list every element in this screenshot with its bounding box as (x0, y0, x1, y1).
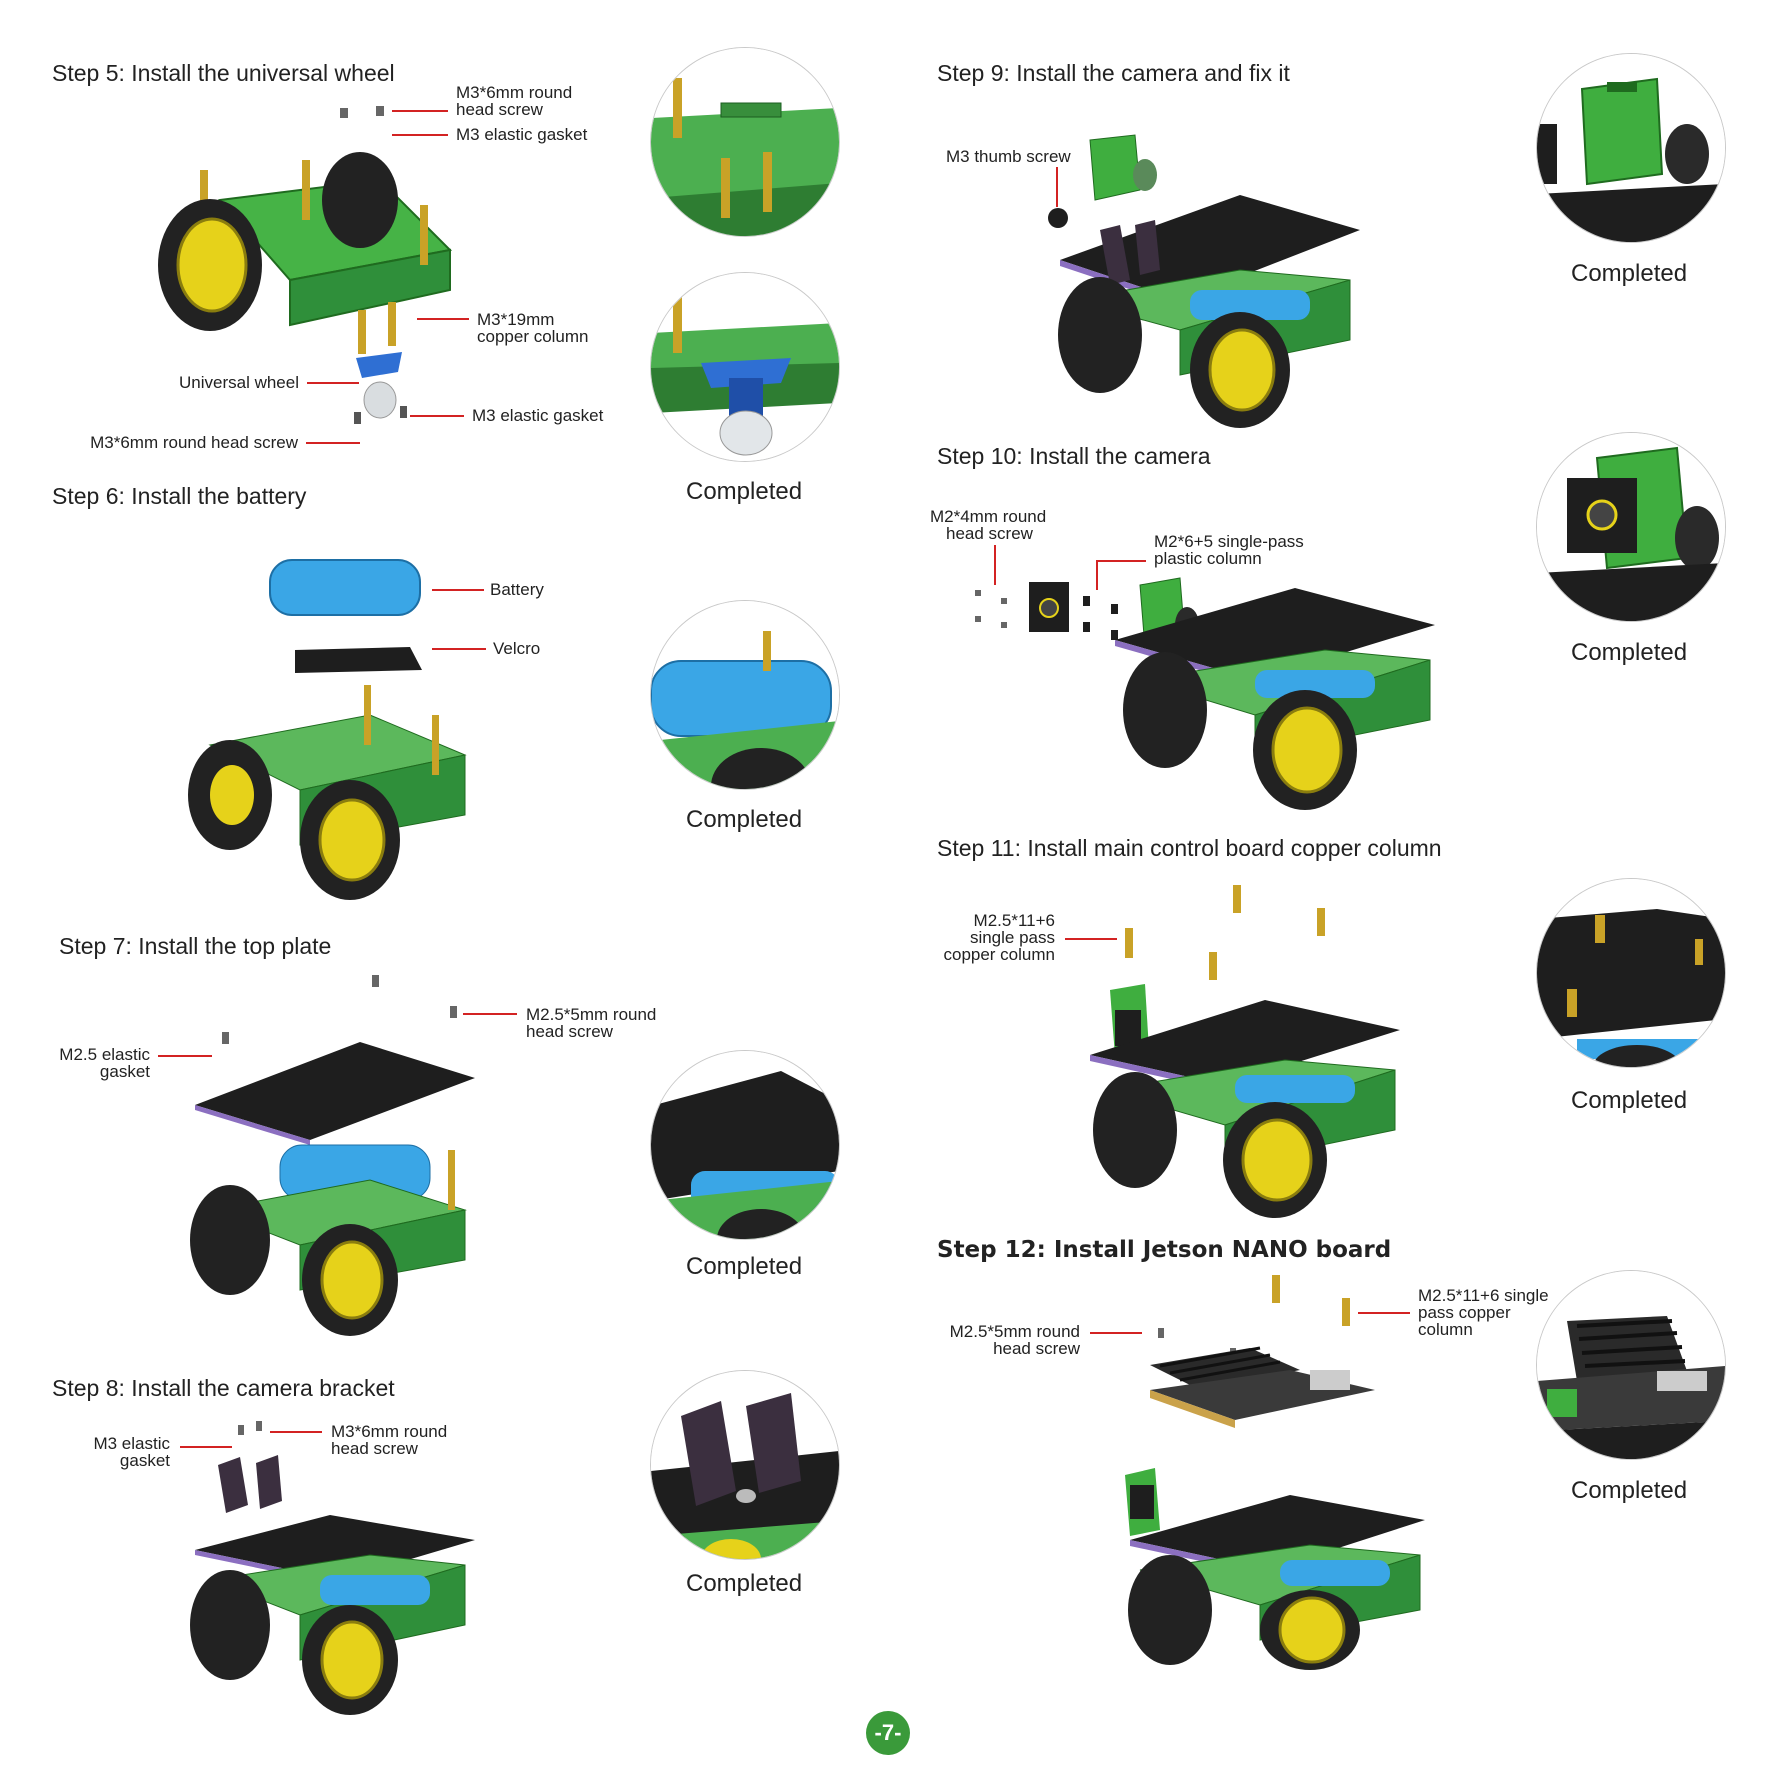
step10-title: Step 10: Install the camera (937, 443, 1211, 469)
leader-line (410, 415, 464, 417)
step10-detail-circle (1536, 432, 1726, 622)
step8-label-screw-1: M3*6mm round (331, 1422, 448, 1441)
step12-label-screw-1: M2.5*5mm round (949, 1322, 1080, 1341)
step11-label-column-1: M2.5*11+6 (973, 911, 1055, 930)
step7-illustration (190, 975, 475, 1336)
step8-label-gasket-1: M3 elastic (93, 1434, 170, 1453)
step12-label-column-3: column (1418, 1320, 1473, 1339)
step12-label-screw-2: head screw (993, 1339, 1080, 1358)
leader-line (392, 134, 448, 136)
leader-line (306, 442, 360, 444)
step8-illustration (190, 1421, 475, 1715)
step12-completed-label: Completed (1571, 1477, 1688, 1504)
leader-line (1056, 167, 1058, 207)
leader-line (270, 1431, 322, 1433)
step10-completed-label: Completed (1571, 639, 1688, 666)
step6-detail-circle (650, 600, 840, 790)
step7-title: Step 7: Install the top plate (59, 933, 332, 959)
step12-detail-circle (1536, 1270, 1726, 1460)
step10-label-column-1: M2*6+5 single-pass (1154, 532, 1304, 551)
step7-label-screw-1: M2.5*5mm round (526, 1005, 657, 1024)
step7-completed-label: Completed (686, 1253, 803, 1280)
step11-illustration (1090, 885, 1400, 1218)
step10-label-screw-1: M2*4mm round (930, 507, 1047, 526)
step5-detail-circle-1 (650, 47, 840, 237)
step10-illustration (975, 577, 1435, 810)
step5-label-gasket-bottom: M3 elastic gasket (472, 406, 604, 425)
leader-line (1090, 1332, 1142, 1334)
step12-illustration (1125, 1275, 1425, 1670)
step9-completed-label: Completed (1571, 260, 1688, 287)
step12-label-column-1: M2.5*11+6 single (1418, 1286, 1549, 1305)
step9-label-thumb: M3 thumb screw (946, 147, 1071, 166)
step5-completed-label: Completed (686, 478, 803, 505)
step9-title: Step 9: Install the camera and fix it (937, 60, 1290, 86)
step6-label-velcro: Velcro (493, 639, 541, 658)
step5-title: Step 5: Install the universal wheel (52, 60, 395, 86)
step5-label-screw-top-2: head screw (456, 100, 543, 119)
page-number-badge: -7- (866, 1711, 910, 1755)
leader-line (158, 1055, 212, 1057)
step10-label-screw-2: head screw (946, 524, 1033, 543)
step11-label-column-2: single pass (969, 928, 1055, 947)
step5-illustration (158, 106, 453, 424)
step7-detail-circle (650, 1050, 840, 1240)
step5-label-column-2: copper column (477, 327, 589, 346)
step5-label-screw-top-1: M3*6mm round (456, 83, 573, 102)
leader-line (392, 110, 448, 112)
step11-completed-label: Completed (1571, 1087, 1688, 1114)
leader-line (417, 318, 469, 320)
step11-detail-circle (1536, 878, 1726, 1068)
step7-label-gasket-1: M2.5 elastic (59, 1045, 150, 1064)
leader-line (307, 382, 359, 384)
step8-detail-circle (650, 1370, 840, 1560)
step8-title: Step 8: Install the camera bracket (52, 1375, 395, 1401)
step5-label-screw-bottom: M3*6mm round head screw (90, 433, 298, 452)
leader-line (1096, 560, 1146, 562)
step8-completed-label: Completed (686, 1570, 803, 1597)
step12-label-column-2: pass copper (1418, 1303, 1511, 1322)
step6-completed-label: Completed (686, 806, 803, 833)
step8-label-screw-2: head screw (331, 1439, 418, 1458)
leader-line (432, 589, 484, 591)
step11-label-column-3: copper column (943, 945, 1055, 964)
leader-line (463, 1013, 517, 1015)
step8-label-gasket-2: gasket (119, 1451, 170, 1470)
step7-label-screw-2: head screw (526, 1022, 613, 1041)
step9-detail-circle (1536, 53, 1726, 243)
step5-detail-circle-2 (650, 272, 840, 462)
step10-label-column-2: plastic column (1154, 549, 1262, 568)
leader-line (180, 1446, 232, 1448)
step11-title: Step 11: Install main control board copp… (937, 835, 1442, 861)
leader-line (1358, 1312, 1410, 1314)
step6-label-battery: Battery (490, 580, 544, 599)
step7-label-gasket-2: gasket (99, 1062, 150, 1081)
step5-label-column-1: M3*19mm (477, 310, 555, 329)
step5-label-wheel: Universal wheel (179, 373, 299, 392)
step12-title: Step 12: Install Jetson NANO board (937, 1237, 1392, 1263)
leader-line (1065, 938, 1117, 940)
step6-title: Step 6: Install the battery (52, 483, 307, 509)
leader-line (432, 648, 486, 650)
step9-illustration (1048, 134, 1360, 428)
leader-line (1096, 560, 1098, 590)
step6-illustration (188, 559, 467, 900)
step5-label-gasket-top: M3 elastic gasket (456, 125, 588, 144)
leader-line (994, 545, 996, 585)
